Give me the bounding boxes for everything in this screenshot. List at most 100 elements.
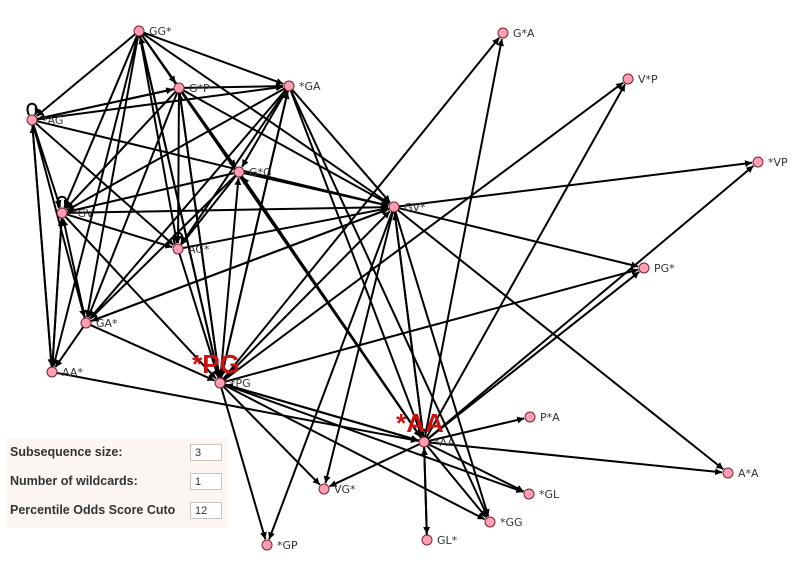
node-marker[interactable] [524, 411, 536, 423]
edge-*PG-to-*GL [224, 383, 524, 493]
edge-GV*-to-PG* [398, 207, 639, 269]
edge-AA*-to-*GV [51, 218, 65, 368]
node-GL*[interactable]: GL* [421, 534, 458, 547]
wildcards-label: Number of wildcards: [10, 474, 138, 488]
node-marker[interactable] [173, 82, 185, 94]
node-A*A[interactable]: A*A [722, 467, 759, 480]
node-*GL[interactable]: *GL [523, 488, 560, 501]
node-marker[interactable] [261, 539, 273, 551]
node-V*P[interactable]: V*P [622, 73, 658, 86]
node-marker[interactable] [214, 377, 226, 389]
edge-*PG-to-G*A [222, 37, 501, 380]
edge-G*P-to-GA* [87, 92, 179, 318]
nodes-layer: GG* G*P *GA *AG G*G *GV AG* GA* AA* *PG*PG GV* G*A V… [26, 25, 788, 552]
edge-*GV-to-AG* [66, 213, 173, 249]
node-marker[interactable] [722, 467, 734, 479]
node-marker[interactable] [418, 436, 430, 448]
node-marker[interactable] [133, 25, 145, 37]
node-marker[interactable] [283, 80, 295, 92]
subsequence-size-input[interactable]: 3 [190, 444, 222, 461]
edge-*AG-to-G*P [36, 87, 174, 120]
edge-GV*-to-*GP [268, 211, 394, 540]
edge-G*G-to-GA* [89, 174, 237, 320]
percentile-cutoff-input[interactable]: 12 [190, 502, 222, 519]
node-GG*[interactable]: GG* [133, 25, 172, 38]
node-label: G*P [189, 82, 210, 95]
node-marker[interactable] [638, 262, 650, 274]
edge-G*P-to-AG* [174, 92, 182, 244]
node-marker[interactable] [26, 114, 38, 126]
node-*GV[interactable]: *GV [56, 207, 94, 220]
node-*AA[interactable]: *AA*AA [396, 408, 455, 449]
node-label: *PG [230, 377, 251, 390]
node-marker[interactable] [752, 156, 764, 168]
edge-GV*-to-GA* [91, 207, 390, 322]
edge-*GA-to-G*G [241, 89, 288, 168]
edge-*AA-to-A*A [428, 441, 723, 476]
node-*AG[interactable]: *AG [26, 114, 63, 127]
node-label: *GA [299, 80, 321, 93]
node-marker[interactable] [622, 73, 634, 85]
edge-*AA-to-G*A [423, 38, 504, 438]
node-*GG[interactable]: *GG [484, 516, 523, 529]
node-marker[interactable] [233, 166, 245, 178]
node-P*A[interactable]: P*A [524, 411, 560, 424]
node-marker[interactable] [318, 483, 330, 495]
wildcards-input[interactable]: 1 [190, 473, 222, 490]
node-GV*[interactable]: GV* [388, 201, 426, 214]
node-marker[interactable] [172, 243, 184, 255]
edge-*AA-to-V*P [425, 83, 626, 439]
edge-*AA-to-*GL [428, 443, 525, 493]
node-marker[interactable] [497, 27, 509, 39]
node-marker[interactable] [46, 366, 58, 378]
node-label: *AG [42, 114, 63, 127]
edge-AA*-to-*AG [29, 125, 53, 368]
edge-*PG-to-GG* [138, 36, 220, 379]
node-AA*[interactable]: AA* [46, 366, 83, 379]
node-marker[interactable] [421, 534, 433, 546]
node-label: PG* [654, 262, 675, 275]
edge-*AA-to-*VP [427, 165, 755, 440]
percentile-cutoff-label: Percentile Odds Score Cuto [10, 503, 176, 517]
node-marker[interactable] [56, 207, 68, 219]
node-label: GA* [96, 317, 118, 330]
edge-*AA-to-GV* [392, 212, 425, 438]
edge-*PG-to-PG* [224, 268, 639, 383]
edge-*GA-to-AG* [180, 89, 288, 245]
edge-*AG-to-AG* [35, 122, 175, 246]
node-label: *GL [539, 488, 560, 501]
node-G*G[interactable]: G*G [233, 166, 272, 179]
node-*VP[interactable]: *VP [752, 156, 788, 169]
node-AG*[interactable]: AG* [172, 243, 210, 256]
node-label: GG* [149, 25, 172, 38]
node-PG*[interactable]: PG* [638, 262, 675, 275]
edge-*PG-to-*GP [220, 387, 267, 540]
edge-*GA-to-*AA [289, 90, 423, 437]
edge-GG*-to-*AG [35, 33, 136, 117]
subsequence-size-label: Subsequence size: [10, 445, 123, 459]
edge-*GA-to-*GG [290, 90, 489, 517]
node-*GP[interactable]: *GP [261, 539, 298, 552]
node-label: *GV [72, 207, 94, 220]
edge-AA*-to-*AA [56, 371, 419, 444]
node-marker[interactable] [388, 201, 400, 213]
node-G*P[interactable]: G*P [173, 82, 210, 95]
edge-*GA-to-GV* [291, 89, 391, 204]
node-*PG[interactable]: *PG*PG [192, 349, 251, 390]
edge-*PG-to-*GA [220, 91, 290, 379]
node-G*A[interactable]: G*A [497, 27, 535, 40]
node-marker[interactable] [523, 488, 535, 500]
edge-*PG-to-VG* [222, 385, 321, 486]
edge-*GA-to-GA* [89, 89, 287, 320]
node-GA*[interactable]: GA* [80, 317, 118, 330]
edge-*AA-to-G*G [241, 176, 422, 439]
edge-*PG-to-GV* [222, 210, 391, 381]
node-marker[interactable] [484, 516, 496, 528]
edge-*AG-to-*GV [32, 124, 62, 208]
node-*GA[interactable]: *GA [283, 80, 321, 93]
highlight-label: *PG [192, 349, 240, 379]
edge-*PG-to-*GG [223, 384, 486, 521]
node-marker[interactable] [80, 317, 92, 329]
node-VG*[interactable]: VG* [318, 483, 356, 496]
